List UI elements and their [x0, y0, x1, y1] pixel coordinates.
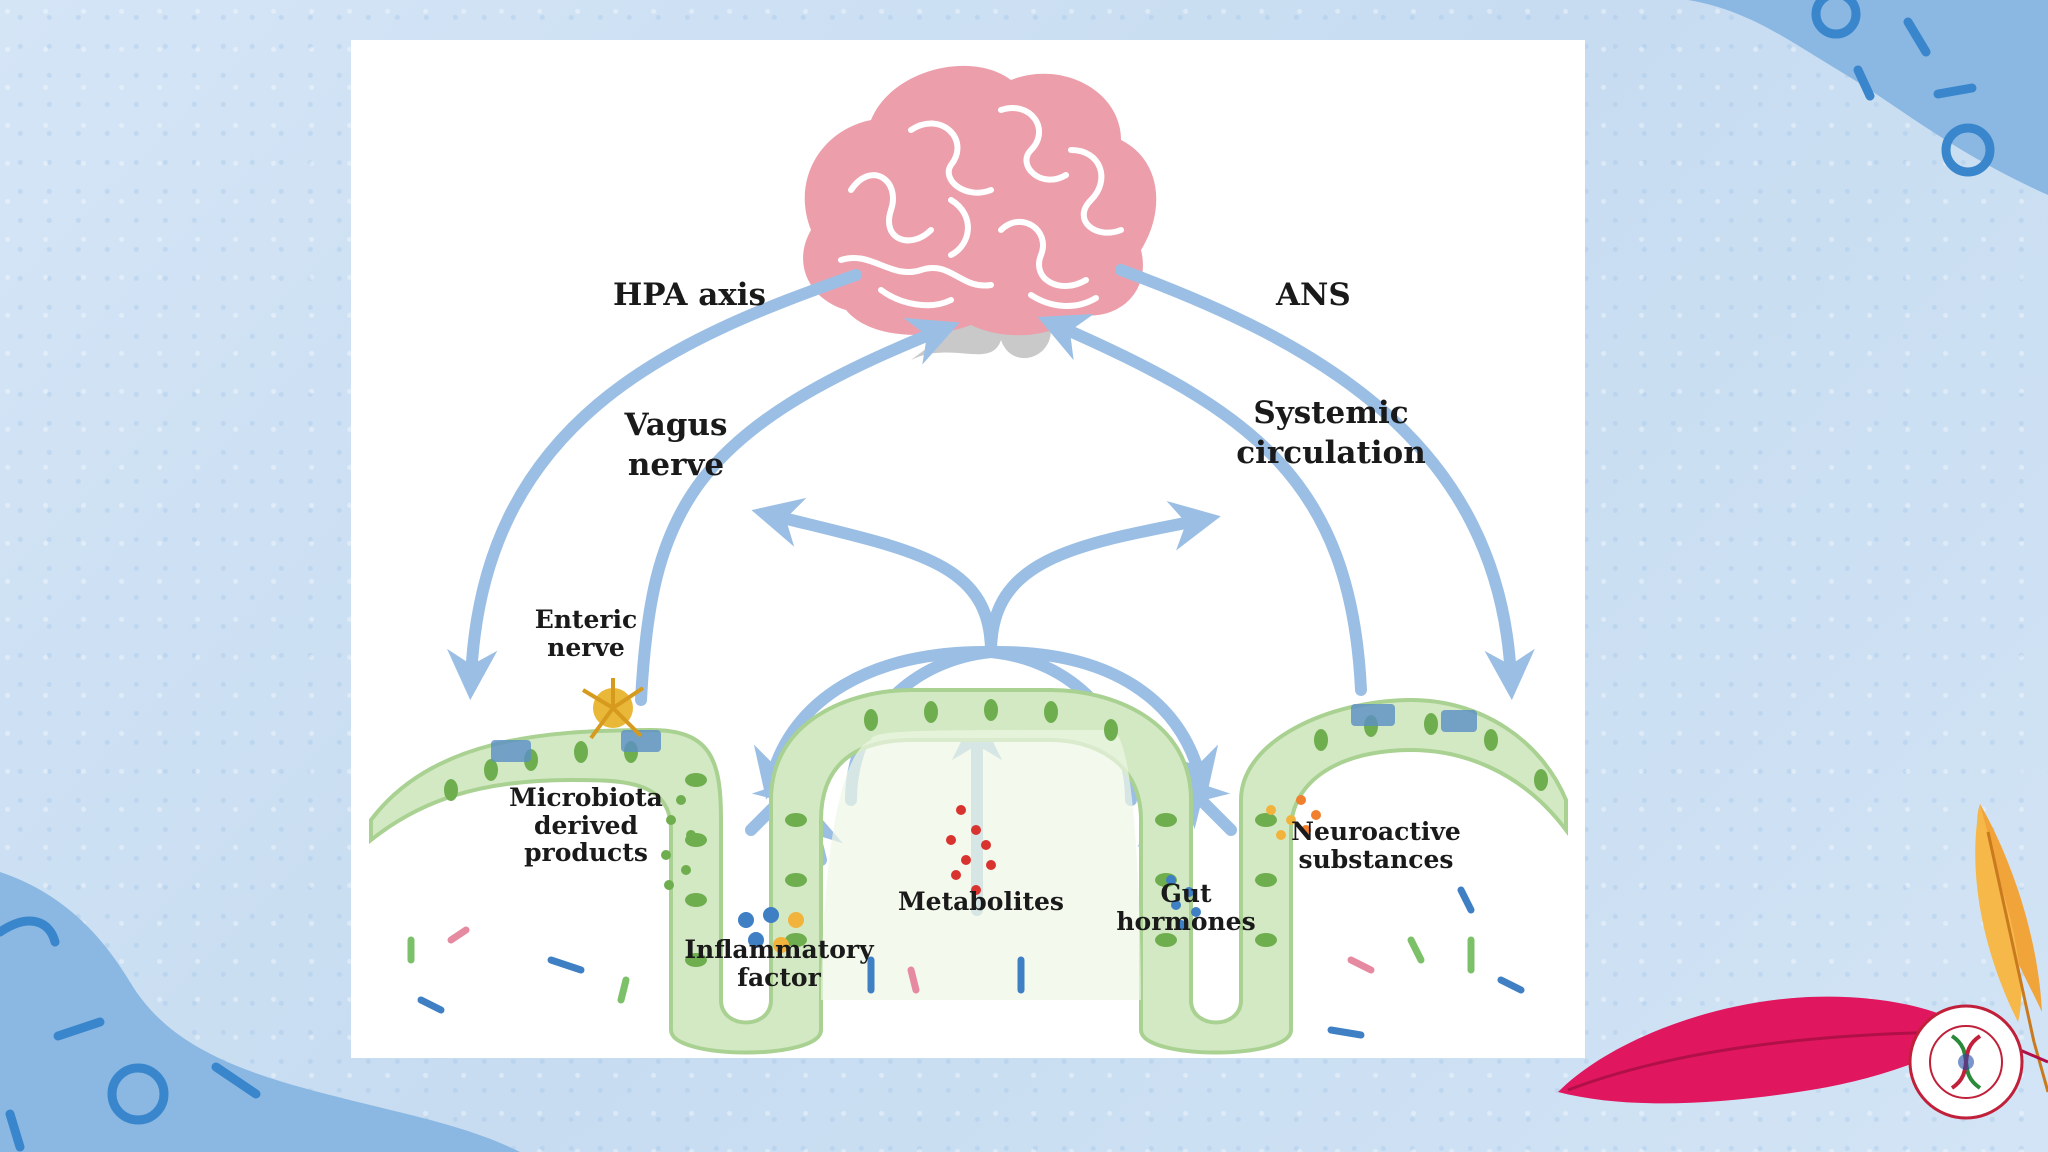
systemic-circulation-label-line2: circulation — [1236, 435, 1426, 472]
inflammatory-factor-label: Inflammatory factor — [679, 936, 879, 991]
neuroactive-label-line1: Neuroactive — [1291, 817, 1461, 846]
vagus-nerve-label-line1: Vagus — [624, 407, 728, 443]
association-seal-logo-icon — [1908, 1004, 2024, 1120]
vagus-nerve-arrow — [635, 317, 960, 706]
central-arrow-right — [985, 500, 1221, 658]
diagram-artwork — [369, 65, 1568, 1055]
microbiota-derived-products-label: Microbiota derived products — [506, 784, 666, 867]
neuroactive-arrow — [985, 645, 1219, 800]
microbiota-label-line1: Microbiota — [509, 783, 663, 812]
enteric-nerve-label: Enteric nerve — [516, 606, 656, 661]
neuroactive-label-line2: substances — [1298, 844, 1454, 874]
blue-blob-top-right-icon — [1688, 0, 2048, 195]
neuroactive-substances-label: Neuroactive substances — [1286, 818, 1466, 873]
brain-icon — [803, 65, 1157, 360]
orange-feather-icon — [1975, 804, 2048, 1093]
inflammatory-label-line1: Inflammatory — [684, 935, 874, 964]
microbiota-label-line2: derived — [534, 810, 638, 840]
systemic-circulation-arrow — [1037, 313, 1367, 696]
inflammatory-label-line2: factor — [737, 962, 821, 992]
systemic-circulation-label-line1: Systemic — [1253, 395, 1409, 431]
blue-blob-bottom-left-icon — [0, 872, 520, 1152]
gut-epithelium — [369, 688, 1568, 1055]
enteric-nerve-label-line1: Enteric — [534, 605, 638, 634]
microbiota-particles — [407, 795, 1525, 1039]
feathers-decoration — [1558, 804, 2048, 1104]
central-arrow-left — [751, 497, 997, 658]
systemic-circulation-label: Systemic circulation — [1231, 396, 1431, 470]
gut-hormones-label-line2: hormones — [1116, 906, 1256, 936]
gut-hormones-label-line1: Gut — [1160, 879, 1212, 908]
metabolites-label: Metabolites — [897, 887, 1064, 916]
microbiota-label-line3: products — [524, 838, 648, 867]
ans-arrow — [1115, 264, 1535, 701]
enteric-neuron-icon — [581, 678, 645, 740]
gut-hormones-label: Gut hormones — [1111, 880, 1261, 935]
ans-label: ANS — [1276, 277, 1351, 313]
enteric-nerve-label-line2: nerve — [547, 632, 625, 662]
hpa-axis-arrow — [447, 269, 862, 701]
vagus-nerve-label-line2: nerve — [627, 447, 725, 484]
vagus-nerve-label: Vagus nerve — [601, 408, 751, 482]
gut-brain-axis-diagram: HPA axis ANS Vagus nerve Systemic circul… — [351, 40, 1585, 1058]
hpa-axis-label: HPA axis — [613, 277, 766, 313]
